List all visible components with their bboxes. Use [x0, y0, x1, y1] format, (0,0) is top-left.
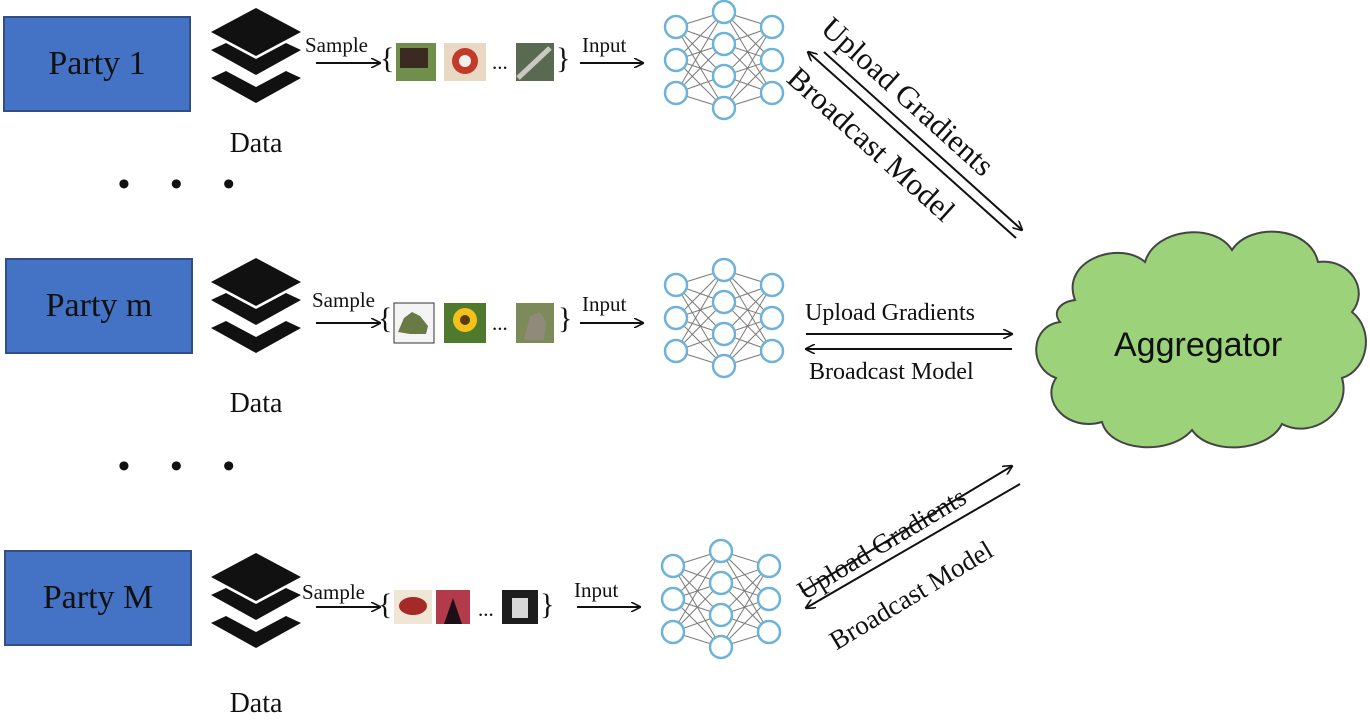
sample-label: Sample — [312, 288, 375, 312]
image-ellipsis: ... — [478, 597, 494, 621]
open-brace: { — [378, 588, 393, 621]
ellipsis-dots: • • • — [118, 166, 251, 203]
network-node — [663, 14, 689, 40]
network-edge — [720, 565, 770, 648]
party-label: Party 1 — [48, 45, 146, 82]
network-node — [711, 289, 737, 315]
neural-network-icon — [663, 257, 785, 379]
image-ellipsis: ... — [492, 50, 508, 74]
sample-images — [396, 43, 554, 81]
data-stack-icon — [211, 258, 301, 353]
aggregator-cloud — [1035, 230, 1367, 449]
upload-arrow — [801, 466, 1012, 593]
network-node — [663, 47, 689, 73]
network-node — [711, 63, 737, 89]
sample-label: Sample — [302, 580, 365, 604]
network-node — [711, 321, 737, 347]
party-box: Party m — [5, 258, 193, 354]
data-label: Data — [229, 128, 283, 159]
network-node — [663, 272, 689, 298]
network-node — [711, 31, 737, 57]
network-node — [759, 272, 785, 298]
data-stack-icon — [211, 553, 301, 648]
neural-network-icon — [663, 0, 785, 121]
network-node — [663, 305, 689, 331]
network-edge — [672, 550, 722, 633]
network-node — [708, 634, 734, 660]
network-node — [756, 553, 782, 579]
network-node — [759, 338, 785, 364]
network-node — [663, 80, 689, 106]
network-node — [708, 602, 734, 628]
close-brace: } — [558, 302, 573, 335]
network-edge — [723, 284, 773, 367]
sample-label: Sample — [305, 33, 368, 57]
broadcast-arrow — [806, 483, 1021, 608]
open-brace: { — [378, 302, 393, 335]
aggregator-label: Aggregator — [1114, 326, 1283, 364]
data-label: Data — [229, 388, 283, 419]
network-node — [759, 14, 785, 40]
network-node — [708, 570, 734, 596]
network-node — [759, 305, 785, 331]
data-stack-icon — [211, 8, 301, 103]
neural-network-icon — [660, 538, 782, 660]
network-node — [711, 0, 737, 25]
network-node — [660, 553, 686, 579]
network-node — [708, 538, 734, 564]
data-label: Data — [229, 688, 283, 719]
sample-images — [393, 302, 554, 344]
network-node — [711, 95, 737, 121]
party-box: Party M — [4, 550, 192, 646]
close-brace: } — [556, 42, 571, 75]
upload-gradients-label: Upload Gradients — [805, 300, 975, 326]
input-label: Input — [582, 292, 627, 316]
image-ellipsis: ... — [492, 311, 508, 335]
party-label: Party m — [45, 287, 153, 324]
party-box: Party 1 — [3, 16, 191, 112]
network-node — [663, 338, 689, 364]
open-brace: { — [380, 42, 395, 75]
network-node — [660, 586, 686, 612]
broadcast-model-label: Broadcast Model — [809, 359, 974, 385]
input-label: Input — [574, 578, 619, 602]
network-edge — [675, 11, 725, 94]
sample-images — [394, 590, 538, 624]
input-label: Input — [582, 33, 627, 57]
network-node — [711, 257, 737, 283]
network-edge — [675, 269, 725, 352]
network-node — [711, 353, 737, 379]
upload-arrow — [823, 51, 1022, 230]
ellipsis-dots: • • • — [118, 448, 251, 485]
network-edge — [723, 26, 773, 109]
network-node — [660, 619, 686, 645]
network-node — [759, 47, 785, 73]
network-node — [756, 619, 782, 645]
network-node — [756, 586, 782, 612]
party-label: Party M — [42, 579, 154, 616]
network-node — [759, 80, 785, 106]
broadcast-arrow — [808, 52, 1017, 239]
close-brace: } — [540, 588, 555, 621]
